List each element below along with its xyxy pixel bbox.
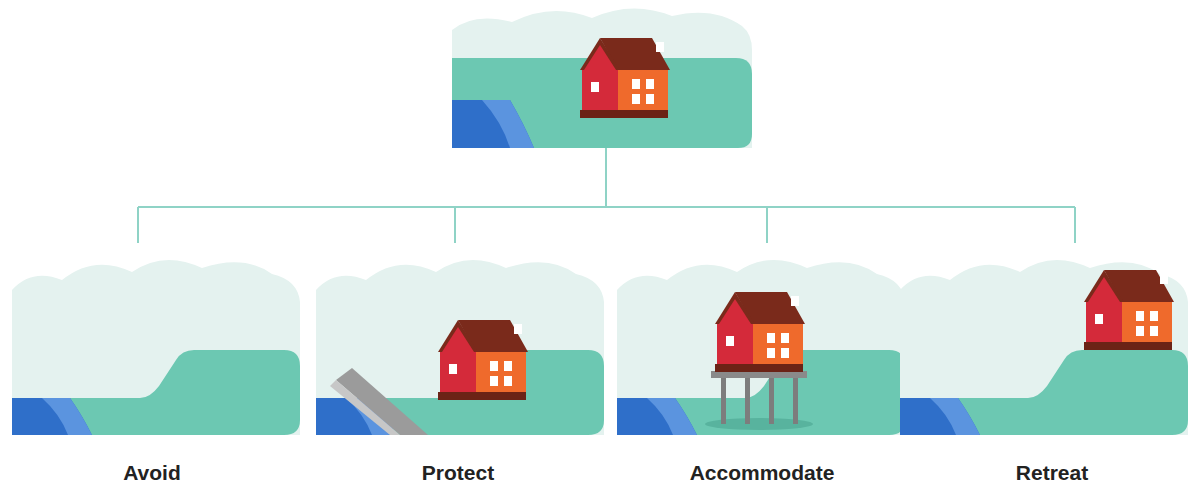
option-label: Retreat <box>1016 460 1088 486</box>
tree-branch <box>766 207 768 243</box>
landscape <box>900 260 1188 435</box>
stilt <box>769 378 774 424</box>
tree-lines <box>138 148 1075 243</box>
avoid-illustration <box>12 260 300 435</box>
stilt-platform <box>711 371 807 378</box>
option-panel: Protect <box>314 250 602 490</box>
stilt <box>721 378 726 424</box>
stilt <box>745 378 750 424</box>
house <box>438 320 528 400</box>
tree-branch <box>1074 207 1076 243</box>
tree-branch <box>137 207 139 243</box>
option-panel: Retreat <box>908 250 1194 490</box>
option-label: Protect <box>422 460 494 486</box>
landscape <box>12 260 300 435</box>
landscape <box>316 260 604 435</box>
option-label: Accommodate <box>690 460 835 486</box>
water-wave <box>482 100 534 148</box>
current-situation-panel <box>452 8 752 148</box>
water <box>452 100 534 148</box>
house <box>580 38 670 118</box>
landscape <box>617 260 905 435</box>
tree-branch <box>454 207 456 243</box>
seawall-face <box>330 380 400 435</box>
option-panel: Avoid <box>8 250 296 490</box>
house <box>1084 270 1174 350</box>
accommodate-illustration <box>617 260 905 435</box>
tree-stem <box>605 148 607 207</box>
house <box>715 292 805 372</box>
stilt <box>793 378 798 424</box>
option-label: Avoid <box>123 460 181 486</box>
option-panel: Accommodate <box>618 250 906 490</box>
background-hills <box>452 8 752 148</box>
tree-bar <box>138 206 1075 208</box>
protect-illustration <box>316 260 604 435</box>
retreat-illustration <box>900 260 1188 435</box>
